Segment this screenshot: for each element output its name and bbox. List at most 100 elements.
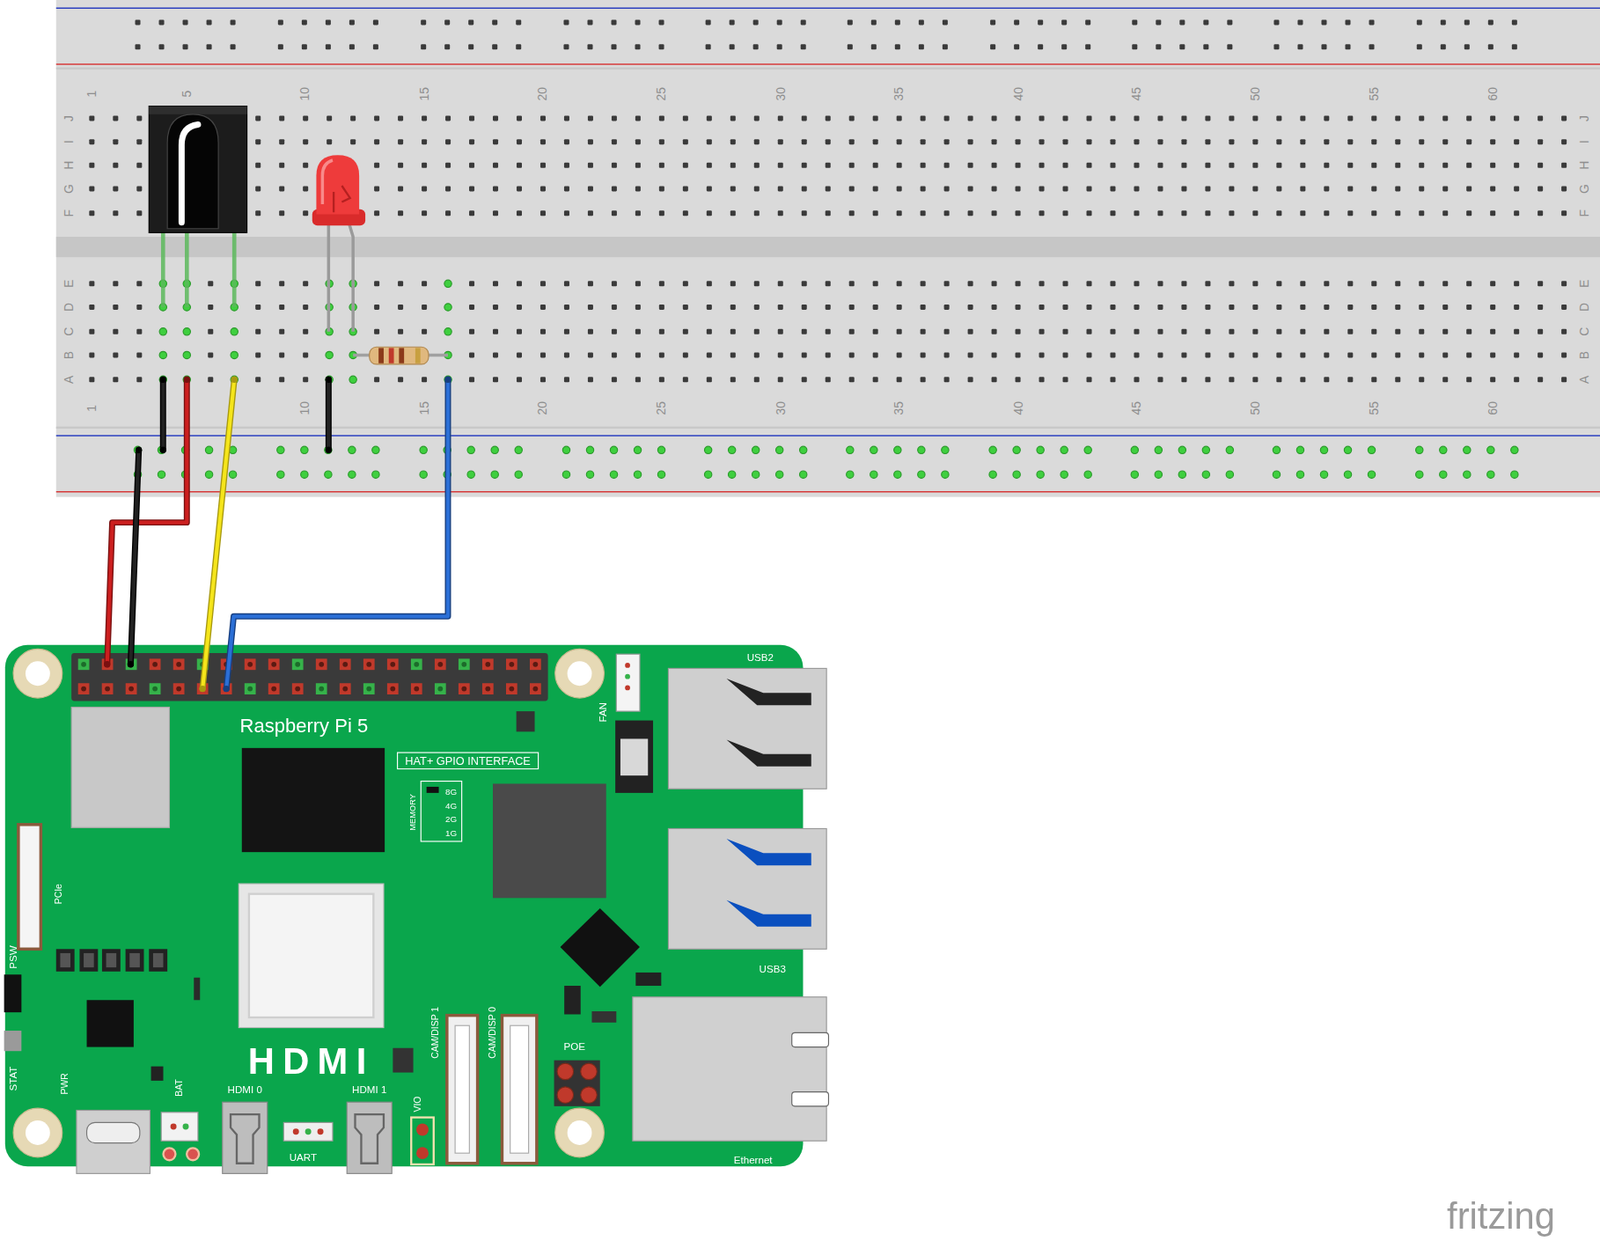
breadboard-hole: [1442, 376, 1448, 382]
breadboard-hole: [1179, 44, 1185, 50]
breadboard-hole: [825, 115, 831, 121]
breadboard-hole: [1323, 376, 1329, 382]
ram-chip-inner: [249, 894, 374, 1018]
row-letter: F: [1578, 209, 1592, 218]
breadboard-hole: [1418, 376, 1424, 382]
breadboard-hole: [1063, 139, 1069, 145]
breadboard-hole: [492, 329, 499, 335]
breadboard-hole: [1442, 185, 1448, 191]
breadboard-hole: [587, 304, 594, 310]
breadboard-hole: [540, 162, 546, 169]
breadboard-hole: [469, 139, 475, 145]
breadboard-hole: [1181, 162, 1187, 169]
breadboard-hole: [1561, 139, 1567, 145]
breadboard-hole: [896, 280, 903, 287]
breadboard-hole: [1323, 185, 1329, 191]
breadboard-hole: [1513, 376, 1520, 382]
pad: [186, 1147, 199, 1160]
breadboard-hole: [635, 139, 641, 145]
breadboard-hole: [230, 19, 236, 25]
battery-pin: [170, 1123, 177, 1131]
row-letter: D: [1578, 302, 1592, 312]
breadboard-hole: [112, 304, 118, 310]
breadboard-hole: [682, 115, 689, 121]
breadboard-number: 45: [1130, 401, 1144, 415]
breadboard-hole: [397, 210, 404, 216]
breadboard-hole: [1013, 19, 1020, 25]
connected-hole: [183, 328, 191, 336]
breadboard-hole: [325, 44, 331, 50]
connected-hole: [230, 328, 238, 336]
breadboard-hole: [1323, 352, 1329, 358]
gpio-pin: [173, 658, 185, 670]
board-label: Raspberry Pi 5: [239, 715, 368, 735]
mounting-hole: [13, 648, 63, 698]
breadboard-hole: [230, 44, 236, 50]
breadboard-hole: [540, 352, 546, 358]
board-label: UART: [289, 1152, 317, 1164]
breadboard-hole: [1157, 304, 1163, 310]
breadboard-hole: [706, 139, 712, 145]
breadboard-hole: [1086, 376, 1093, 382]
breadboard-hole: [1276, 185, 1282, 191]
breadboard-hole: [136, 115, 142, 121]
breadboard-hole: [920, 210, 926, 216]
breadboard-hole: [754, 352, 760, 358]
breadboard-number: 35: [893, 87, 906, 101]
breadboard-hole: [1344, 19, 1351, 25]
breadboard-hole: [420, 19, 426, 25]
camera-connector: [447, 1015, 478, 1164]
breadboard-hole: [730, 329, 736, 335]
breadboard-hole: [1039, 376, 1045, 382]
breadboard-hole: [1086, 352, 1093, 358]
breadboard-hole: [1347, 185, 1353, 191]
breadboard-hole: [492, 376, 499, 382]
resistor-band: [398, 347, 404, 363]
breadboard-hole: [1513, 352, 1520, 358]
breadboard-hole: [1297, 19, 1303, 25]
breadboard-hole: [1394, 115, 1401, 121]
breadboard-hole: [421, 115, 427, 121]
connected-hole: [1439, 470, 1447, 478]
breadboard-hole: [1466, 185, 1472, 191]
connected-hole: [1012, 446, 1021, 454]
breadboard-hole: [896, 376, 903, 382]
breadboard-hole: [1299, 329, 1306, 335]
soc-chip: [242, 748, 385, 852]
breadboard-hole: [278, 280, 285, 287]
connected-hole: [1202, 470, 1210, 478]
breadboard-hole: [1371, 280, 1377, 287]
connected-hole: [230, 351, 238, 359]
memory-marker: [426, 786, 440, 793]
breadboard-hole: [1063, 115, 1069, 121]
small-chip: [516, 711, 536, 732]
breadboard-hole: [278, 139, 285, 145]
breadboard-hole: [1418, 185, 1424, 191]
breadboard-number: 25: [655, 87, 668, 101]
breadboard-hole: [920, 115, 926, 121]
breadboard-hole: [659, 329, 665, 335]
breadboard-hole: [135, 44, 141, 50]
breadboard-hole: [918, 44, 925, 50]
rf-shield: [71, 706, 169, 828]
connected-hole: [277, 446, 285, 454]
breadboard-hole: [1489, 304, 1496, 310]
ir-receiver-highlight: [181, 124, 199, 222]
breadboard-hole: [1276, 352, 1282, 358]
mounting-hole: [555, 1108, 605, 1158]
breadboard-hole: [1347, 352, 1353, 358]
connected-hole: [1202, 446, 1210, 454]
uart-pin: [317, 1128, 324, 1135]
gpio-pin: [387, 658, 399, 670]
gpio-pin: [434, 658, 447, 670]
memory-option-box: MEMORY8G4G2G1G: [420, 780, 463, 843]
row-letter: C: [1578, 327, 1592, 337]
breadboard-hole: [136, 185, 142, 191]
breadboard-hole: [1561, 329, 1567, 335]
breadboard-hole: [1297, 44, 1303, 50]
connected-hole: [1416, 446, 1424, 454]
breadboard-hole: [705, 19, 712, 25]
breadboard-hole: [801, 329, 808, 335]
breadboard-hole: [112, 185, 118, 191]
breadboard-hole: [968, 329, 974, 335]
